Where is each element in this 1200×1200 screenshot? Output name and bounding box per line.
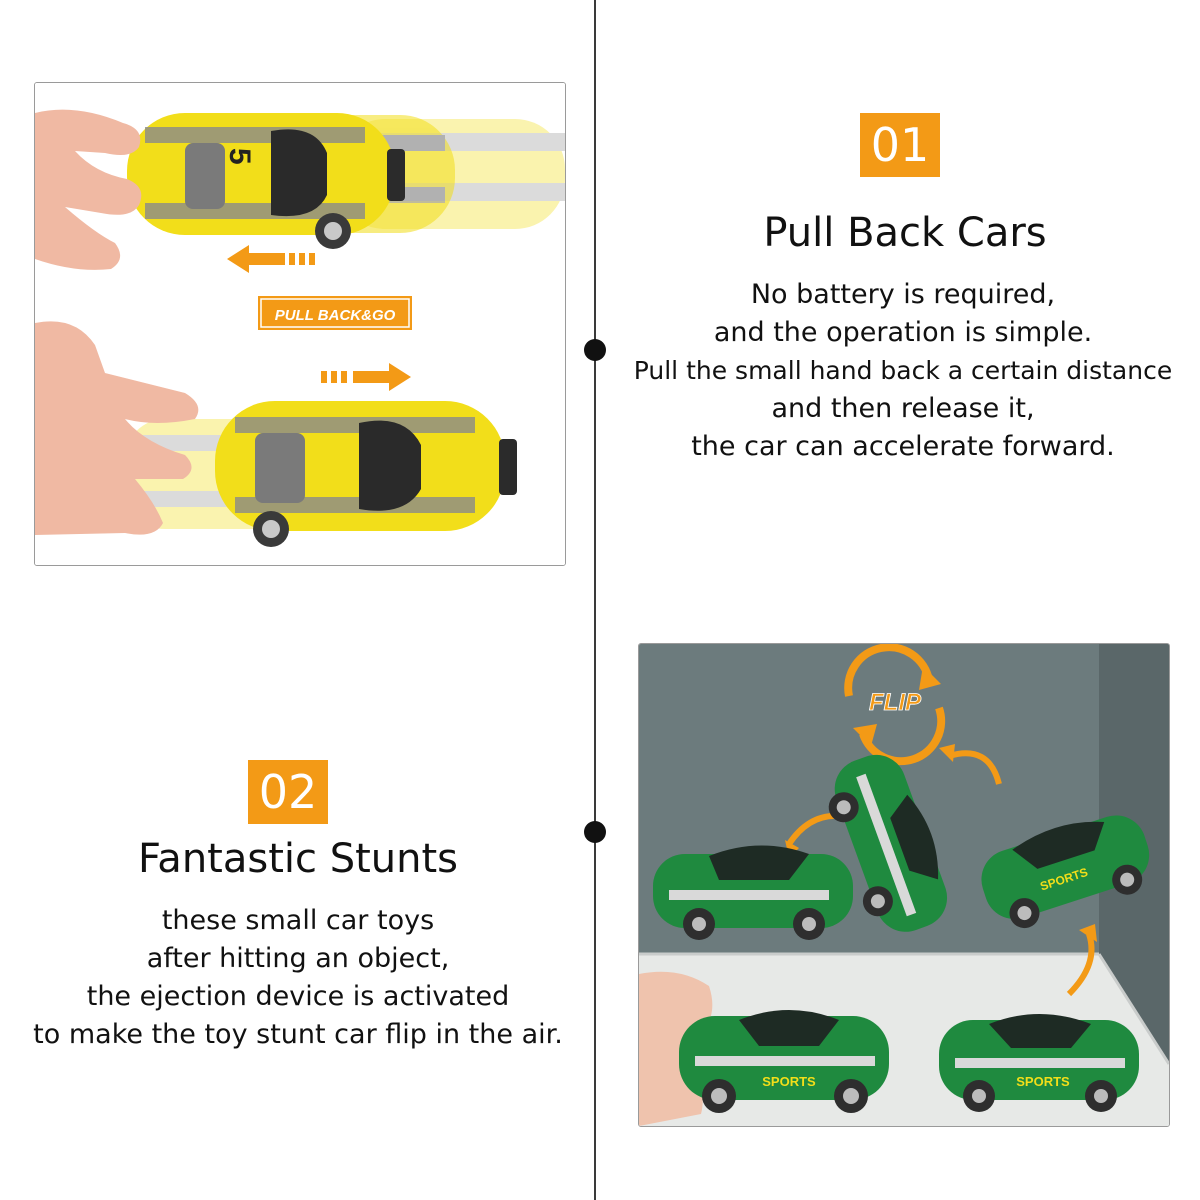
arrow-right-icon (321, 363, 411, 391)
stunt-flip-photo: FLIP SPORTS (638, 643, 1170, 1127)
section1-line-4: and then release it, (771, 393, 1035, 424)
section2-title: Fantastic Stunts (137, 836, 459, 882)
green-car-3: SPORTS (981, 815, 1150, 929)
section1-line-3: Pull the small hand back a certain dista… (633, 356, 1173, 385)
section2-line-4: to make the toy stunt car flip in the ai… (33, 1019, 563, 1050)
hand-top (35, 109, 142, 270)
flip-rotate-icon: FLIP (844, 644, 946, 766)
yellow-car-bottom (215, 401, 517, 547)
decal-sports-4: SPORTS (762, 1074, 816, 1089)
step-number-01: 01 (860, 113, 940, 177)
section2-line-3: the ejection device is activated (86, 981, 510, 1012)
flip-label: FLIP (869, 689, 922, 716)
section2-line-1: these small car toys (161, 905, 435, 936)
arrow-left-icon (227, 245, 315, 273)
green-car-5: SPORTS (939, 1014, 1139, 1112)
green-car-2 (828, 754, 948, 932)
timeline-dot-2 (584, 821, 606, 843)
green-car-1 (653, 845, 853, 940)
curve-arrow-icon-3 (1079, 924, 1097, 942)
pull-back-photo: 5 PULL BACK&GO (34, 82, 566, 566)
timeline-dot-1 (584, 339, 606, 361)
section1-line-5: the car can accelerate forward. (691, 431, 1115, 462)
section1-line-1: No battery is required, (750, 279, 1056, 310)
curve-arrow-icon-2 (939, 744, 955, 762)
section2-line-2: after hitting an object, (146, 943, 450, 974)
section1-title: Pull Back Cars (763, 210, 1047, 256)
section2-description: these small car toys after hitting an ob… (10, 902, 586, 1054)
hand-bottom (35, 321, 199, 535)
green-car-4: SPORTS (679, 1010, 889, 1113)
section1-line-2: and the operation is simple. (713, 317, 1093, 348)
pull-back-go-label: PULL BACK&GO (275, 307, 396, 324)
car-number-top: 5 (223, 148, 256, 165)
step-number-02: 02 (248, 760, 328, 824)
section1-description: No battery is required, and the operatio… (606, 276, 1200, 466)
yellow-car-top: 5 (127, 113, 405, 249)
center-divider-line (594, 0, 596, 1200)
decal-sports-5: SPORTS (1016, 1074, 1070, 1089)
